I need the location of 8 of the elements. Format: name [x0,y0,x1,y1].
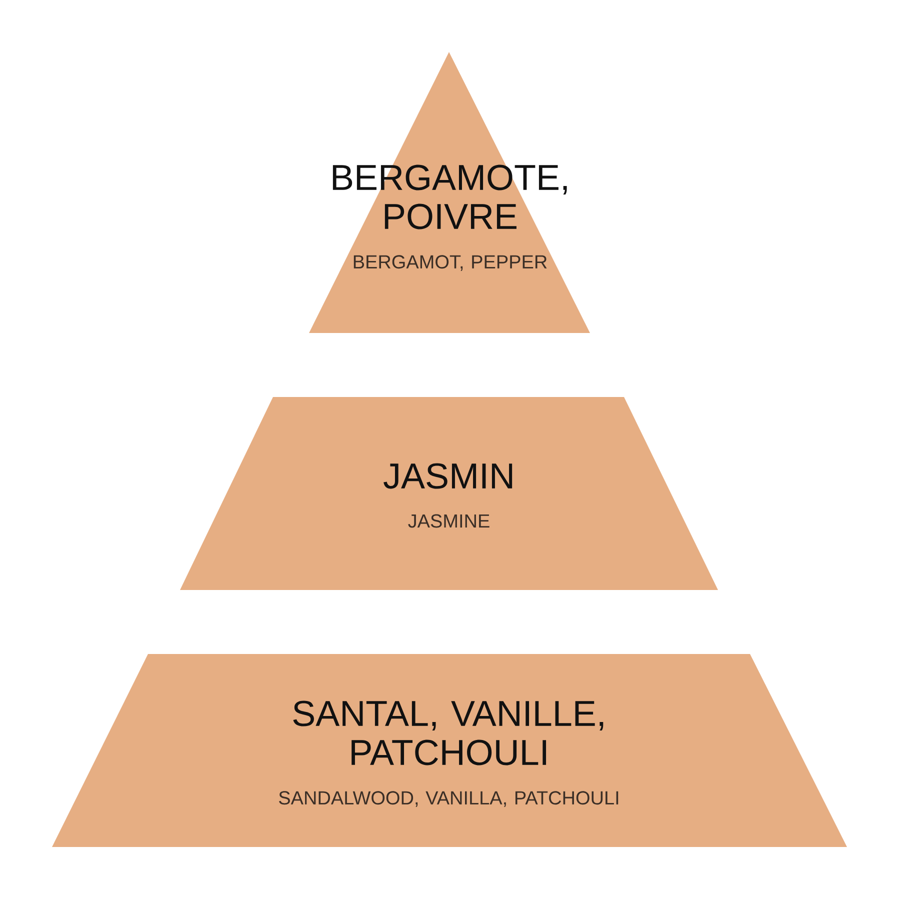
pyramid-tier [309,52,590,333]
tier-heading: JASMIN [384,463,512,489]
tier-subtitle: BERGAMOT, PEPPER [354,255,547,271]
tier-heading: SANTAL, VANILLE, PATCHOULI [293,700,604,766]
tier-subtitle: JASMINE [408,514,490,528]
pyramid-tier [52,654,847,847]
pyramid-tier [180,397,718,590]
tier-subtitle: SANDALWOOD, VANILLA, PATCHOULI [279,791,618,807]
